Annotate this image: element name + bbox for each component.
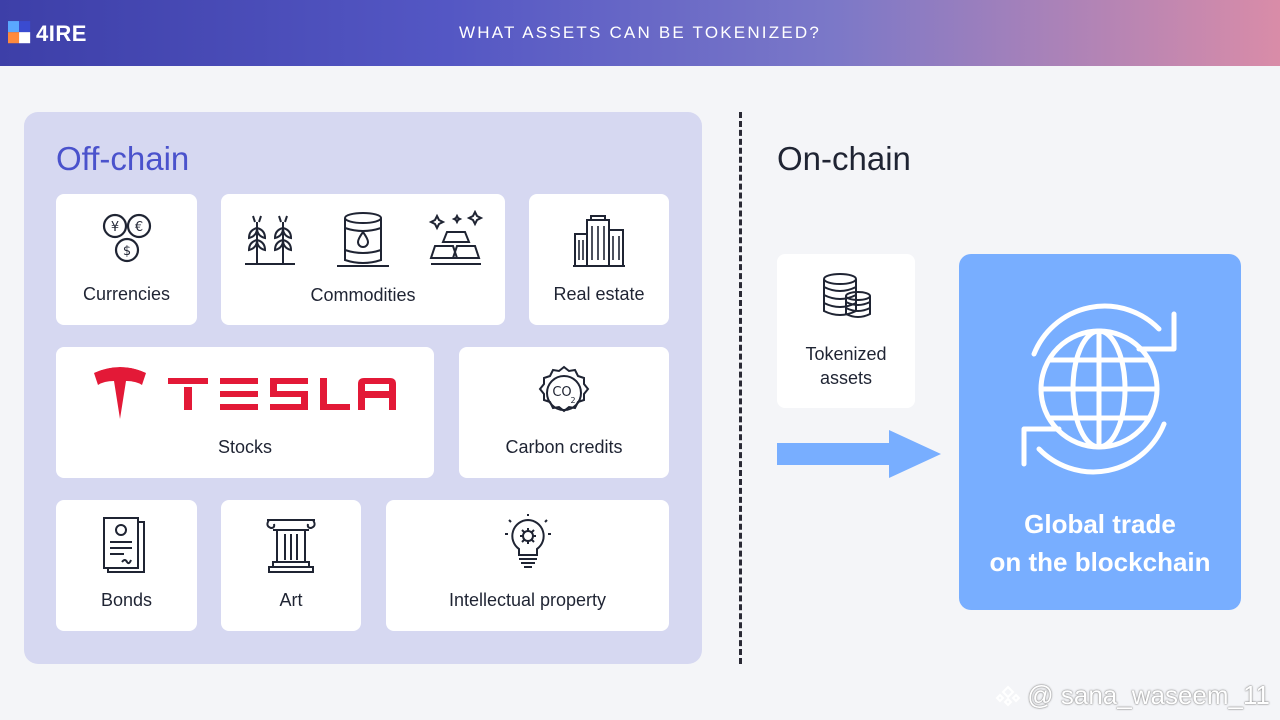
page-title: WHAT ASSETS CAN BE TOKENIZED? — [458, 23, 821, 42]
stocks-label: Stocks — [217, 437, 273, 457]
tesla-wordmark-icon — [168, 378, 396, 410]
watermark: @ sana_waseem_11 — [995, 680, 1270, 711]
card-art: Art — [221, 500, 361, 631]
tokenized-assets-label-1: Tokenized — [805, 344, 887, 364]
card-bonds: Bonds — [56, 500, 197, 631]
card-currencies: ¥ € $ Currencies — [56, 194, 197, 325]
offchain-title: Off-chain — [56, 140, 190, 177]
coin-stacks-icon — [823, 273, 871, 318]
building-icon — [573, 215, 625, 267]
card-carbon-credits: CO 2 Carbon credits — [459, 347, 669, 478]
global-trade-line-2: on the blockchain — [989, 547, 1211, 577]
svg-text:€: € — [135, 220, 143, 235]
watermark-logo-icon — [995, 685, 1021, 706]
card-tokenized-assets: Tokenized assets — [777, 254, 915, 408]
currencies-label: Currencies — [82, 284, 171, 304]
watermark-text: @ sana_waseem_11 — [1027, 680, 1270, 710]
card-commodities: Commodities — [221, 194, 505, 325]
global-trade-box: Global trade on the blockchain — [959, 254, 1241, 610]
co2-badge-icon: CO 2 — [538, 365, 590, 413]
tokenized-assets-label-2: assets — [819, 368, 873, 388]
card-stocks: Stocks — [56, 347, 434, 478]
brand-logo[interactable]: 4IRE — [8, 20, 87, 48]
svg-text:¥: ¥ — [111, 220, 119, 235]
carbon-credits-label: Carbon credits — [505, 437, 623, 457]
gold-bars-icon — [428, 210, 484, 265]
bond-certificate-icon — [103, 517, 145, 573]
header-banner: 4IRE WHAT ASSETS CAN BE TOKENIZED? — [0, 0, 1280, 66]
oil-barrel-icon — [337, 212, 389, 267]
wheat-icon — [245, 215, 295, 265]
globe-refresh-icon — [1021, 303, 1177, 475]
global-trade-label: Global trade on the blockchain — [959, 505, 1241, 581]
logo-text: 4IRE — [36, 21, 87, 46]
card-real-estate: Real estate — [529, 194, 669, 325]
column-icon — [266, 519, 316, 573]
intellectual-property-label: Intellectual property — [448, 590, 607, 610]
onchain-title: On-chain — [777, 140, 911, 177]
commodities-label: Commodities — [310, 285, 416, 305]
art-label: Art — [279, 590, 303, 610]
currencies-icon: ¥ € $ — [102, 213, 152, 263]
tesla-t-logo-icon — [94, 365, 146, 419]
svg-text:$: $ — [123, 244, 131, 259]
bonds-label: Bonds — [100, 590, 153, 610]
svg-text:CO: CO — [552, 385, 571, 400]
section-divider — [739, 112, 742, 664]
logo-mark-icon — [8, 21, 31, 44]
global-trade-line-1: Global trade — [1024, 509, 1176, 539]
right-arrow-icon — [777, 430, 941, 478]
svg-text:2: 2 — [570, 396, 575, 405]
card-intellectual-property: Intellectual property — [386, 500, 669, 631]
real-estate-label: Real estate — [553, 284, 645, 304]
lightbulb-gear-icon — [505, 514, 551, 568]
